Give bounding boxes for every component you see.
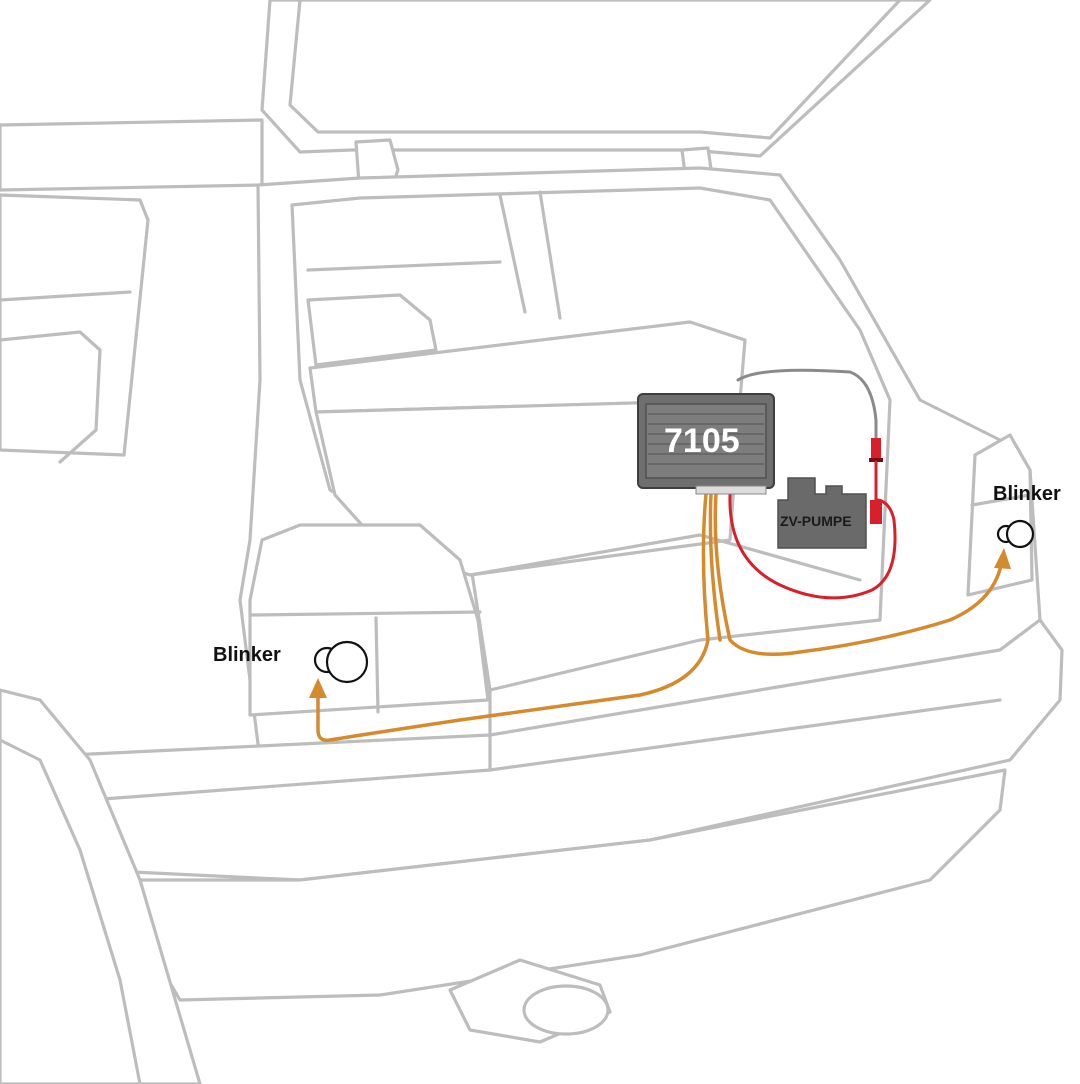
rear-bumper: [68, 618, 1064, 882]
connector-red-top-band: [869, 458, 883, 462]
rear-wheel-inner: [0, 738, 142, 1084]
side-window: [0, 193, 150, 457]
power-wire: [728, 493, 897, 600]
indicator-label-left: Blinker: [213, 644, 281, 666]
indicator-lamp-outer: [1005, 519, 1035, 549]
module-label: 7105: [664, 422, 740, 460]
rear-wheel: [0, 688, 202, 1084]
indicator-right: Blinker: [993, 483, 1061, 549]
indicator-wire-left: [316, 492, 710, 743]
side-window-trim: [0, 290, 132, 464]
taillight-right: [966, 433, 1034, 597]
lower-valance: [108, 768, 1007, 1002]
arrow-head-left: [309, 678, 327, 698]
body-left-side: [0, 118, 264, 192]
pillar-lines: [306, 190, 562, 320]
arrow-head-right: [994, 548, 1011, 569]
pump-label: ZV-PUMPE: [780, 513, 852, 529]
exhaust-tip: [522, 984, 610, 1036]
pump-icon: [777, 477, 867, 549]
wires: [309, 368, 1011, 743]
indicator-left: Blinker: [213, 640, 369, 684]
control-module: 7105: [637, 393, 775, 495]
connector-red-bottom: [870, 500, 882, 524]
taillight-left-divider: [250, 610, 482, 714]
connector-red-top: [871, 438, 881, 458]
indicator-label-right: Blinker: [993, 483, 1061, 505]
indicator-wire-right: [713, 492, 1004, 656]
pump-signal-wire: [736, 368, 878, 442]
pump-unit: ZV-PUMPE: [777, 477, 867, 549]
parcel-shelf: [308, 320, 747, 414]
indicator-wire-extra: [708, 492, 722, 642]
module-connector: [695, 485, 767, 495]
taillight-left: [248, 523, 490, 717]
trunk-lip: [468, 533, 862, 582]
tailgate-inner: [288, 0, 902, 140]
rear-seat-back: [306, 293, 438, 367]
taillight-right-divider: [970, 493, 1032, 507]
indicator-lamp-outer: [325, 640, 369, 684]
module-ribs: [648, 413, 764, 465]
tailgate: [260, 0, 932, 158]
module-face: [645, 403, 767, 479]
